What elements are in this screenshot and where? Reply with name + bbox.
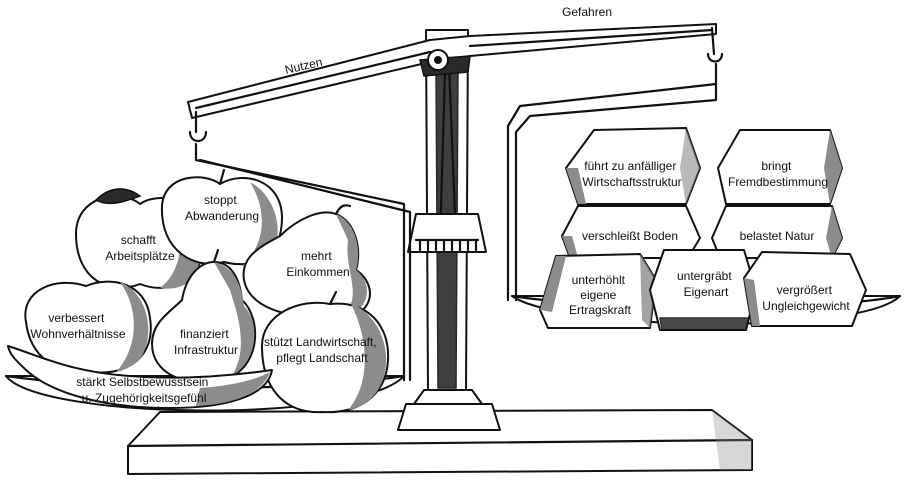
danger-label-ungleichgewicht: vergrößert Ungleichgewicht [762, 283, 850, 313]
benefit-fruits [7, 168, 390, 414]
benefit-label-einkommen: mehrt Einkommen [286, 249, 349, 279]
danger-label-natur: belastet Natur [740, 229, 815, 243]
benefit-label-abwanderung: stoppt Abwanderung [185, 193, 259, 223]
danger-label-boden: verschleißt Boden [582, 229, 678, 243]
scale-base [126, 389, 754, 475]
benefit-label-selbstbewusstsein: stärkt Selbstbewusstsein u. Zugehörigkei… [76, 375, 211, 405]
benefit-label-arbeitsplaetze: schafft Arbeitsplätze [105, 233, 175, 263]
danger-labels: führt zu anfälliger Wirtschaftsstruktur … [569, 159, 850, 317]
danger-label-eigenart: untergräbt Eigenart [677, 269, 735, 299]
scale-beam [187, 23, 724, 143]
benefit-label-landwirtschaft: stützt Landwirtschaft, pflegt Landschaft [264, 335, 380, 365]
benefit-labels: stoppt Abwanderung schafft Arbeitsplätze… [30, 193, 380, 405]
danger-label-ertragskraft: unterhöhlt eigene Ertragskraft [569, 273, 632, 317]
benefit-label-wohnverhaeltnisse: verbessert Wohnverhältnisse [30, 311, 125, 341]
danger-label-fremdbestimmung: bringt Fremdbestimmung [728, 159, 828, 189]
left-pan-hanger [194, 142, 412, 382]
right-pan-hanger [506, 62, 718, 302]
danger-stones [539, 127, 867, 331]
scale-column [407, 29, 487, 391]
benefit-label-infrastruktur: finanziert Infrastruktur [174, 327, 238, 357]
dangers-beam-label: Gefahren [562, 5, 612, 19]
danger-label-wirtschaftsstruktur: führt zu anfälliger Wirtschaftsstruktur [582, 159, 681, 189]
